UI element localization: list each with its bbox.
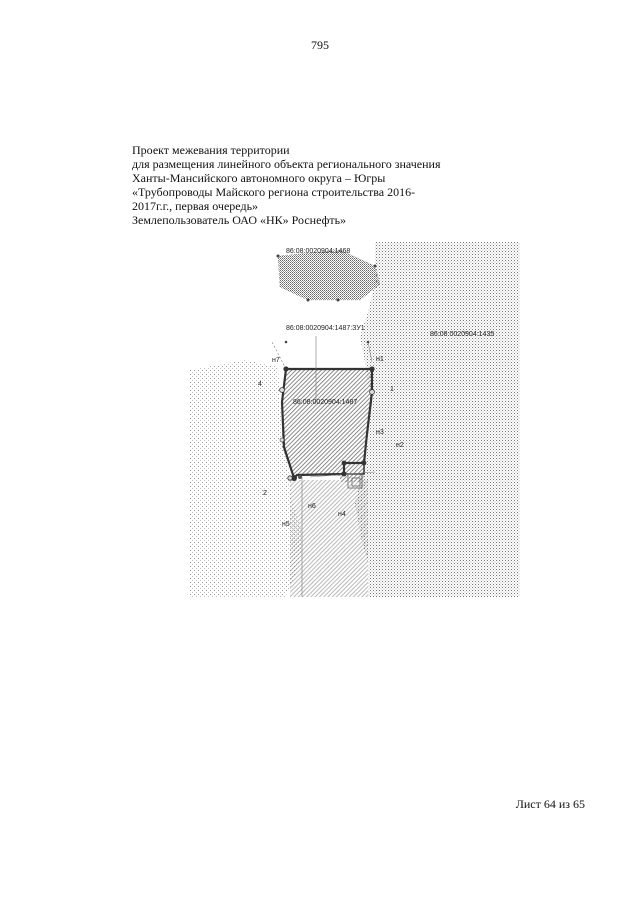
- zu1-label-point: [366, 340, 370, 344]
- title-block: Проект межевания территории для размещен…: [132, 143, 440, 227]
- top-parcel-vertex: [276, 254, 280, 258]
- label-parcel-zu1: 86:08:0020904:1487:ЗУ1: [286, 325, 365, 332]
- title-line: Ханты-Мансийского автономного округа – Ю…: [132, 171, 386, 185]
- parcel-right-area: [355, 242, 520, 597]
- label-point-n6: н6: [308, 503, 316, 510]
- top-parcel-vertex: [336, 298, 340, 302]
- label-point-n2: н2: [396, 442, 404, 449]
- cadastral-map: 86:08:0020904:1468 86:08:0020904:1435 86…: [190, 242, 520, 597]
- top-parcel-vertex: [373, 264, 377, 268]
- label-point-n7: н7: [272, 357, 280, 364]
- point-n5: [291, 475, 297, 481]
- point-n1: [369, 366, 375, 372]
- point-mid-left: [279, 437, 285, 443]
- label-point-n3: н3: [376, 429, 384, 436]
- cadastral-map-svg: 86:08:0020904:1468 86:08:0020904:1435 86…: [190, 242, 520, 597]
- lower-strip-area: [290, 480, 368, 597]
- page-number: 795: [311, 38, 329, 52]
- title-line: для размещения линейного объекта региона…: [132, 157, 441, 171]
- parcel-zu1-area: [282, 369, 372, 482]
- point-n7: [283, 366, 289, 372]
- label-parcel-top: 86:08:0020904:1468: [286, 248, 350, 255]
- label-parcel-right: 86:08:0020904:1435: [430, 331, 494, 338]
- label-point-1: 1: [390, 386, 394, 393]
- leader-line: [271, 341, 287, 370]
- parcel-left-area: [190, 360, 302, 597]
- utility-rect-2: [347, 473, 363, 489]
- label-point-n1: н1: [376, 356, 384, 363]
- sheet-label: Лист 64 из 65: [515, 797, 585, 811]
- title-line: Проект межевания территории: [132, 143, 290, 157]
- point-n4: [341, 471, 347, 477]
- point-n2: [361, 460, 367, 466]
- point-n6: [298, 475, 302, 479]
- label-point-n4: н4: [338, 511, 346, 518]
- point-n3: [341, 460, 347, 466]
- leader-line: [367, 341, 373, 363]
- label-point-4: 4: [258, 381, 262, 388]
- title-line: Землепользователь ОАО «НК» Роснефть»: [132, 213, 347, 227]
- zu1-label-point: [284, 340, 288, 344]
- label-point-n5: н5: [282, 521, 290, 528]
- label-parcel-center: 86:08:0020904:1487: [293, 399, 357, 406]
- point-4: [279, 387, 285, 393]
- point-2: [287, 475, 293, 481]
- title-line: 2017г.г., первая очередь»: [132, 199, 259, 213]
- parcel-top-area: [277, 249, 381, 301]
- label-point-2: 2: [263, 490, 267, 497]
- point-1: [369, 389, 375, 395]
- utility-rect-3: [351, 477, 361, 487]
- title-line: «Трубопроводы Майского региона строитель…: [132, 185, 416, 199]
- top-parcel-vertex: [306, 298, 310, 302]
